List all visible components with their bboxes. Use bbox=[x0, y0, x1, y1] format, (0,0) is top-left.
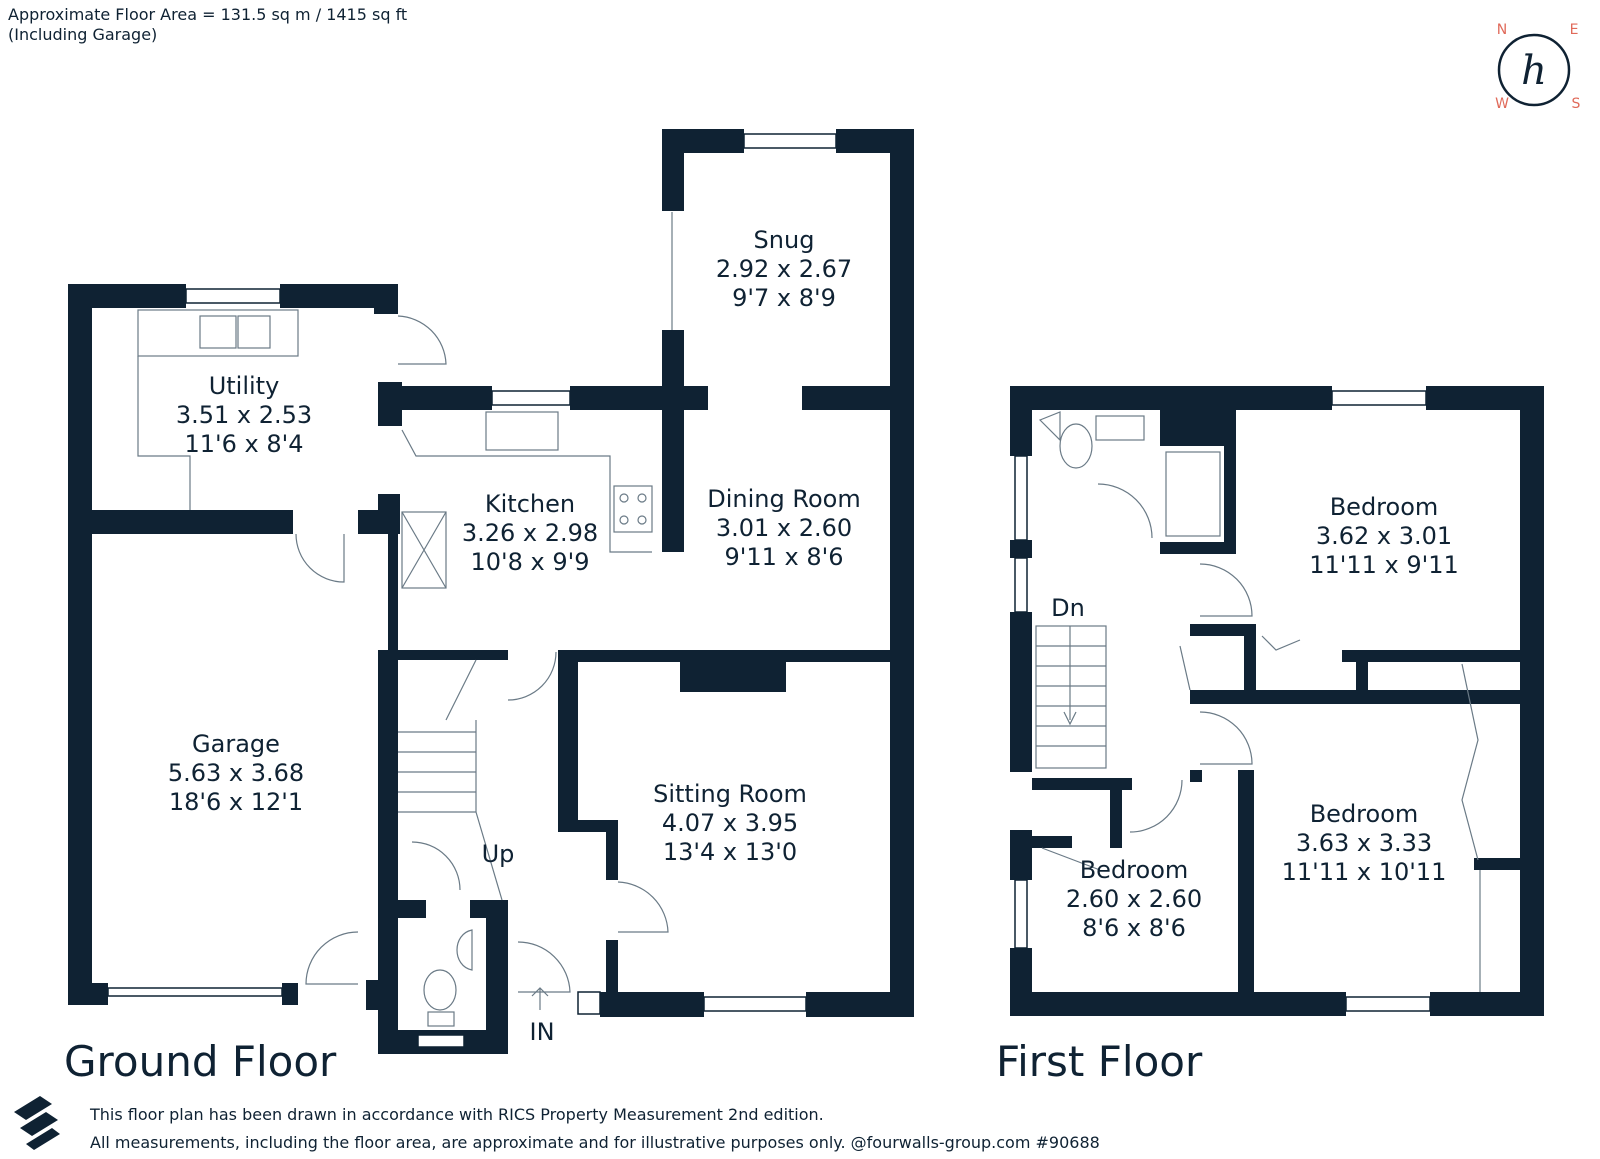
room-utility-imperial: 11'6 x 8'4 bbox=[184, 430, 303, 458]
bedroom-1-metric: 3.62 x 3.01 bbox=[1316, 522, 1452, 550]
room-snug-name: Snug bbox=[754, 226, 815, 254]
compass-north: N bbox=[1497, 22, 1507, 38]
room-sitting-metric: 4.07 x 3.95 bbox=[662, 809, 798, 837]
room-utility-name: Utility bbox=[209, 372, 280, 400]
room-utility-metric: 3.51 x 2.53 bbox=[176, 401, 312, 429]
logo-letter: h bbox=[1521, 48, 1547, 94]
bedroom-1-name: Bedroom bbox=[1330, 493, 1439, 521]
entrance-label: IN bbox=[529, 1018, 554, 1046]
first-floor-labels: Bedroom 3.62 x 3.01 11'11 x 9'11 Bedroom… bbox=[996, 493, 1459, 1086]
room-snug-metric: 2.92 x 2.67 bbox=[716, 255, 852, 283]
room-kitchen-imperial: 10'8 x 9'9 bbox=[470, 548, 589, 576]
ground-floor-title: Ground Floor bbox=[64, 1037, 337, 1086]
room-kitchen-metric: 3.26 x 2.98 bbox=[462, 519, 598, 547]
compass-east: E bbox=[1570, 22, 1579, 38]
footer-line-2: All measurements, including the floor ar… bbox=[90, 1133, 1100, 1152]
room-garage-metric: 5.63 x 3.68 bbox=[168, 759, 304, 787]
bedroom-3-name: Bedroom bbox=[1310, 800, 1419, 828]
room-kitchen-name: Kitchen bbox=[485, 490, 575, 518]
ground-floor-plan bbox=[68, 129, 914, 1054]
room-sitting-name: Sitting Room bbox=[653, 780, 807, 808]
ground-floor-labels: Snug 2.92 x 2.67 9'7 x 8'9 Utility 3.51 … bbox=[64, 226, 861, 1086]
room-snug-imperial: 9'7 x 8'9 bbox=[732, 284, 836, 312]
bedroom-2-name: Bedroom bbox=[1080, 856, 1189, 884]
footer-line-1: This floor plan has been drawn in accord… bbox=[89, 1105, 824, 1124]
bedroom-2-metric: 2.60 x 2.60 bbox=[1066, 885, 1202, 913]
room-garage-imperial: 18'6 x 12'1 bbox=[169, 788, 303, 816]
room-garage-name: Garage bbox=[192, 730, 280, 758]
room-dining-imperial: 9'11 x 8'6 bbox=[724, 543, 843, 571]
room-sitting-imperial: 13'4 x 13'0 bbox=[663, 838, 797, 866]
room-dining-name: Dining Room bbox=[707, 485, 860, 513]
first-floor-title: First Floor bbox=[996, 1037, 1203, 1086]
room-dining-metric: 3.01 x 2.60 bbox=[716, 514, 852, 542]
floor-area-note: (Including Garage) bbox=[8, 25, 157, 44]
bedroom-3-metric: 3.63 x 3.33 bbox=[1296, 829, 1432, 857]
bedroom-1-imperial: 11'11 x 9'11 bbox=[1309, 551, 1459, 579]
bedroom-2-imperial: 8'6 x 8'6 bbox=[1082, 914, 1186, 942]
stairs-down-label: Dn bbox=[1051, 594, 1085, 622]
compass-logo-icon: h N E W S bbox=[1495, 22, 1580, 112]
compass-south: S bbox=[1572, 96, 1581, 112]
stairs-up-label: Up bbox=[482, 840, 515, 868]
compass-west: W bbox=[1495, 96, 1509, 112]
first-floor-plan bbox=[1010, 386, 1544, 1016]
bedroom-3-imperial: 11'11 x 10'11 bbox=[1282, 858, 1447, 886]
fourwalls-logo-icon bbox=[14, 1096, 60, 1150]
floor-area-text: Approximate Floor Area = 131.5 sq m / 14… bbox=[8, 5, 407, 24]
